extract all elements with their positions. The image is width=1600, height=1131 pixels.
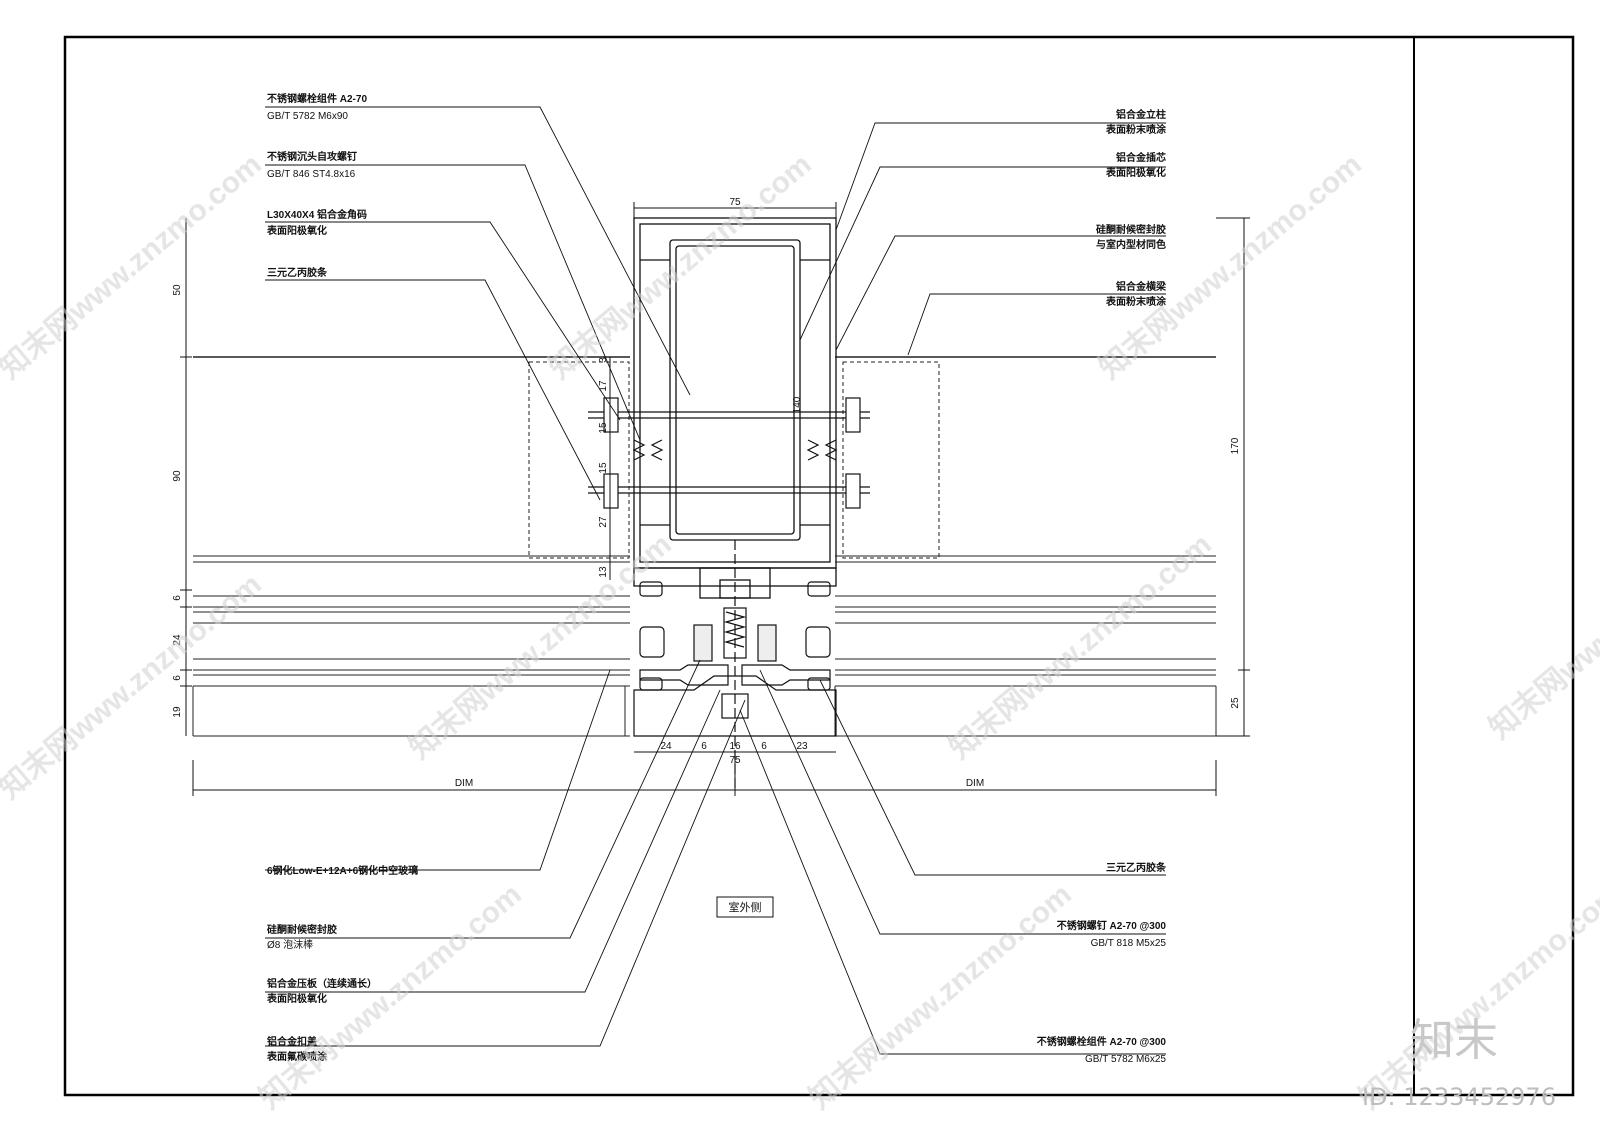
label-left-1b: GB/T 5782 M6x90: [267, 111, 348, 122]
label-br-3a: 不锈钢螺栓组件 A2-70 @300: [1037, 1035, 1167, 1048]
label-bl-2b: Ø8 泡沫棒: [267, 938, 313, 951]
leader-lines: [265, 106, 1166, 1055]
label-left-1a: 不锈钢螺栓组件 A2-70: [267, 92, 367, 105]
dim-mullion-140: 140: [792, 396, 803, 413]
watermark-text-6: 知末网www.znzmo.com: [943, 528, 1217, 766]
drawing-frame: [63, 35, 1575, 1097]
label-left-4a: 三元乙丙胶条: [267, 266, 328, 279]
bolt-assembly: [588, 397, 870, 509]
watermark-text-3: 知末网www.znzmo.com: [1093, 148, 1367, 386]
dim-inner-27: 27: [598, 516, 609, 528]
label-br-3b: GB/T 5782 M6x25: [1085, 1054, 1166, 1065]
dim-bot-24: 24: [660, 741, 672, 752]
label-br-1a: 三元乙丙胶条: [1106, 861, 1167, 874]
dim-right-DIM: DIM: [966, 778, 984, 789]
dim-inner-15b: 15: [598, 462, 609, 474]
label-right-2b: 表面阳极氧化: [1105, 166, 1166, 179]
angle-bracket-dashed: [528, 361, 940, 559]
watermark-text-1: 知末网www.znzmo.com: [0, 148, 268, 386]
label-bl-4a: 铝合金扣盖: [267, 1035, 317, 1048]
label-right-1a: 铝合金立柱: [1116, 108, 1166, 121]
label-br-2a: 不锈钢螺钉 A2-70 @300: [1057, 919, 1167, 932]
watermark-text-10: 知末网www.znzmo.com: [1353, 878, 1600, 1116]
watermark-text-7: 知末网www.znzmo.com: [1483, 508, 1600, 746]
dim-bot-23: 23: [796, 741, 808, 752]
label-right-4b: 表面粉末喷涂: [1105, 295, 1167, 308]
dim-left-50: 50: [172, 284, 183, 296]
dim-right-170: 170: [1230, 437, 1241, 454]
watermark-id: ID: 1233452976: [1362, 1083, 1556, 1111]
pressure-plate-and-gaskets: [633, 540, 837, 790]
label-bl-3b: 表面阳极氧化: [266, 992, 327, 1005]
label-left-2a: 不锈钢沉头自攻螺钉: [267, 150, 357, 163]
label-bl-3a: 铝合金压板（连续通长）: [267, 977, 377, 990]
dimension-lines: [180, 202, 1250, 796]
label-left-3a: L30X40X4 铝合金角码: [267, 208, 367, 221]
dim-inner-15a: 15: [598, 422, 609, 434]
outdoor-label: 室外侧: [729, 900, 762, 914]
label-right-4a: 铝合金横梁: [1116, 280, 1167, 293]
dim-bottom-75: 75: [729, 755, 741, 766]
outdoor-label-box: [716, 896, 774, 918]
watermark-text-5: 知末网www.znzmo.com: [403, 528, 677, 766]
label-right-3b: 与室内型材同色: [1096, 238, 1166, 251]
dim-top-75: 75: [729, 197, 741, 208]
watermark-text-9: 知末网www.znzmo.com: [803, 878, 1077, 1116]
dim-bot-6b: 6: [761, 741, 767, 752]
label-right-2a: 铝合金插芯: [1116, 151, 1166, 164]
dim-left-19: 19: [172, 706, 183, 718]
dim-bot-6a: 6: [701, 741, 707, 752]
watermark-text-2: 知末网www.znzmo.com: [543, 148, 817, 386]
watermark-logo: 知末: [1410, 1015, 1498, 1066]
label-right-1b: 表面粉末喷涂: [1105, 123, 1167, 136]
dim-left-6b: 6: [172, 675, 183, 681]
label-br-2b: GB/T 818 M5x25: [1091, 938, 1167, 949]
label-bl-2a: 硅酮耐候密封胶: [267, 923, 337, 936]
label-left-3b: 表面阳极氧化: [266, 224, 327, 237]
dim-inner-17: 17: [598, 380, 609, 392]
label-bl-1a: 6钢化Low-E+12A+6钢化中空玻璃: [267, 864, 418, 877]
glass-panels: [192, 356, 1217, 737]
label-right-3a: 硅酮耐候密封胶: [1096, 223, 1166, 236]
dim-left-DIM: DIM: [455, 778, 473, 789]
dim-bot-16: 16: [729, 741, 741, 752]
dim-left-24: 24: [172, 634, 183, 646]
dim-left-90: 90: [172, 470, 183, 482]
dim-right-25: 25: [1230, 697, 1241, 709]
dim-inner-3: 3: [598, 357, 609, 363]
label-left-2b: GB/T 846 ST4.8x16: [267, 169, 356, 180]
dim-inner-13: 13: [598, 566, 609, 578]
label-bl-4b: 表面氟碳喷涂: [266, 1050, 328, 1063]
dim-left-6a: 6: [172, 595, 183, 601]
